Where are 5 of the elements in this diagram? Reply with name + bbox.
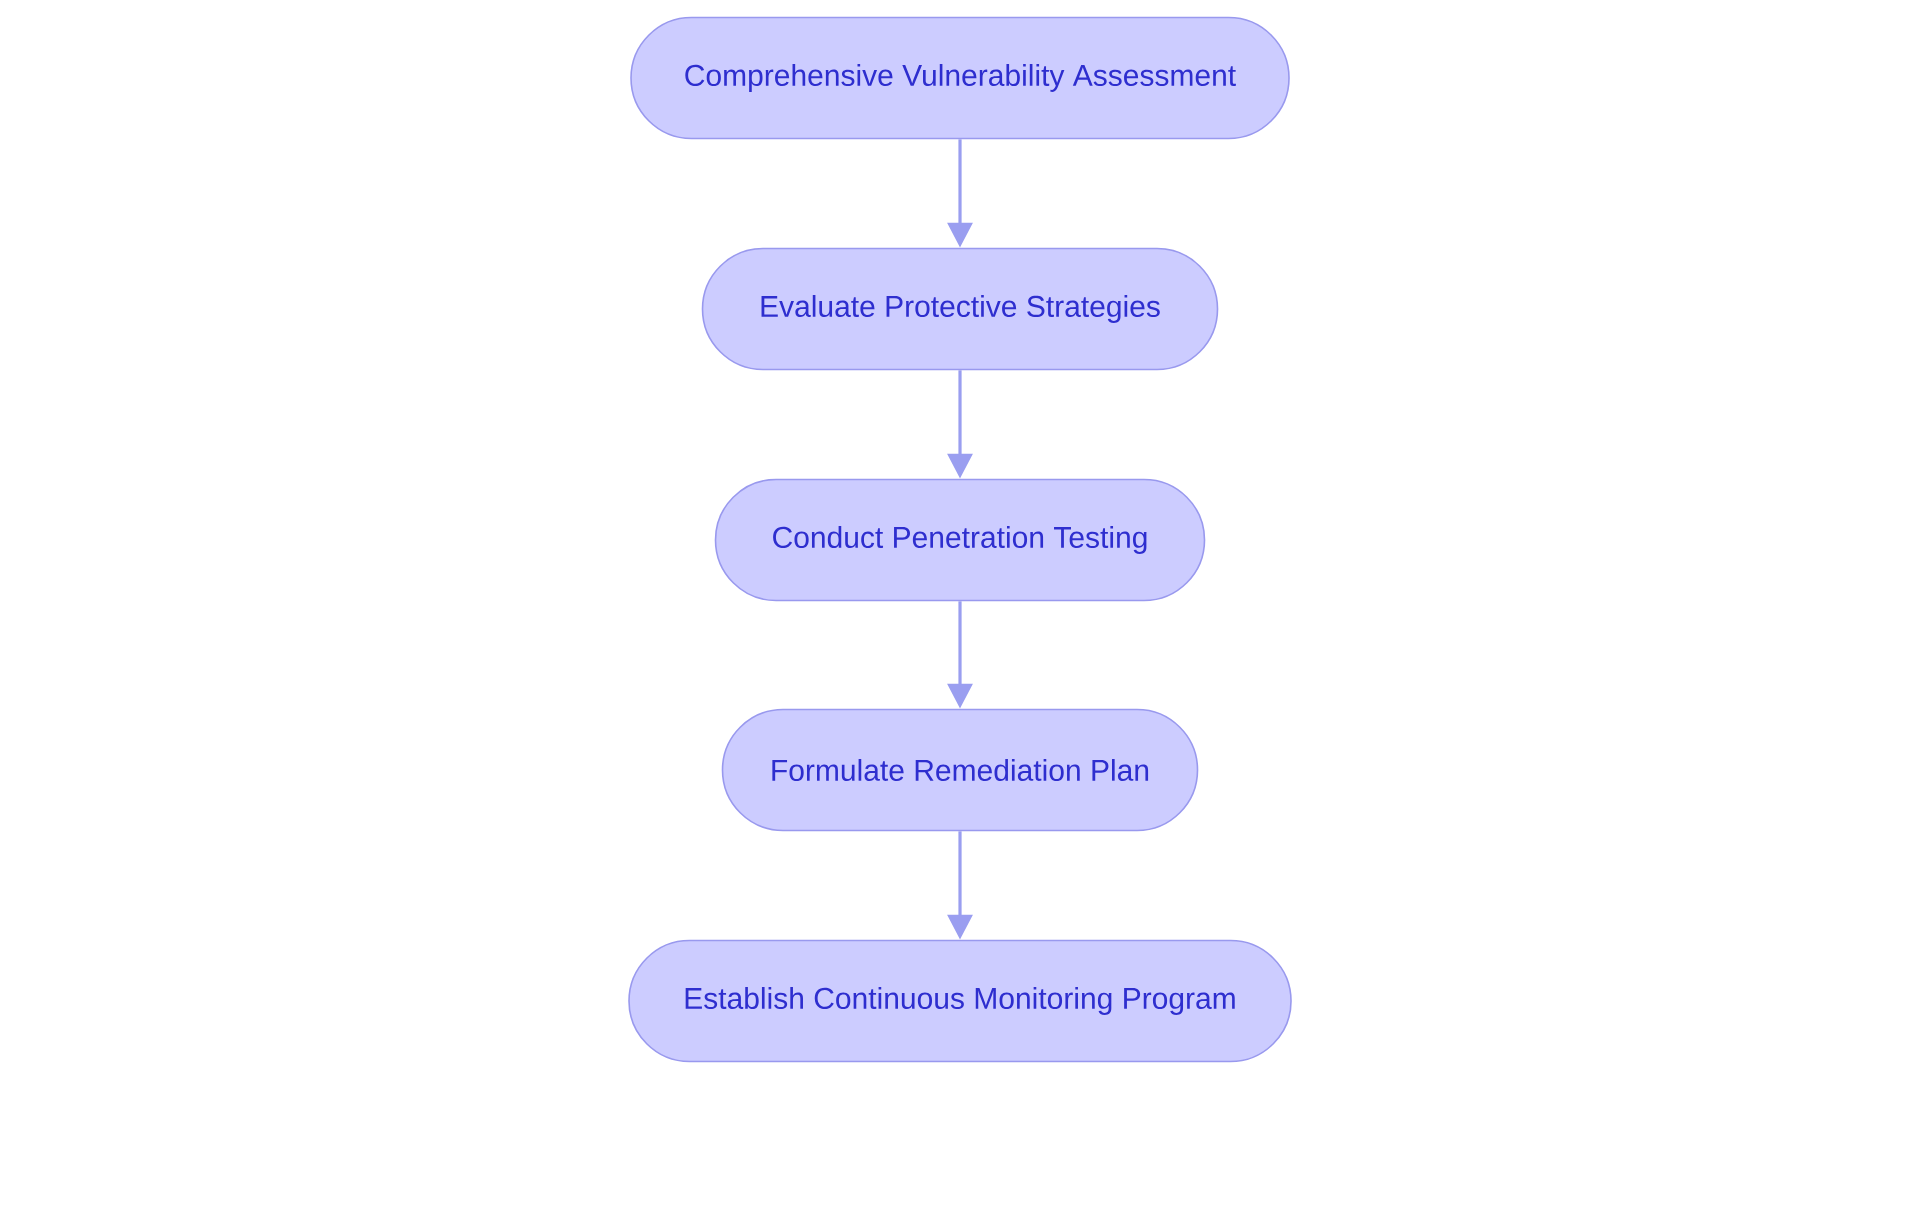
process-box: Comprehensive Vulnerability Assessment — [630, 16, 1290, 140]
process-box: Formulate Remediation Plan — [721, 708, 1199, 832]
process-box: Establish Continuous Monitoring Program — [628, 939, 1292, 1063]
process-box: Evaluate Protective Strategies — [701, 247, 1219, 371]
process-box: Conduct Penetration Testing — [714, 478, 1206, 602]
